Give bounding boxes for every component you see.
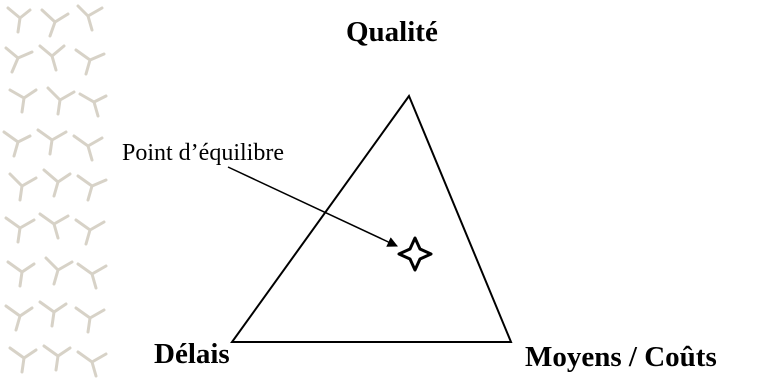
decorative-texture <box>2 4 108 378</box>
balance-point-label: Point d’équilibre <box>122 140 284 166</box>
triangle-shape <box>230 93 513 343</box>
deadlines-label: Délais <box>154 338 230 370</box>
four-point-star-icon <box>397 236 433 272</box>
resources-costs-label: Moyens / Coûts <box>525 341 717 373</box>
quality-label: Qualité <box>346 16 438 48</box>
annotation-arrow <box>227 166 398 247</box>
